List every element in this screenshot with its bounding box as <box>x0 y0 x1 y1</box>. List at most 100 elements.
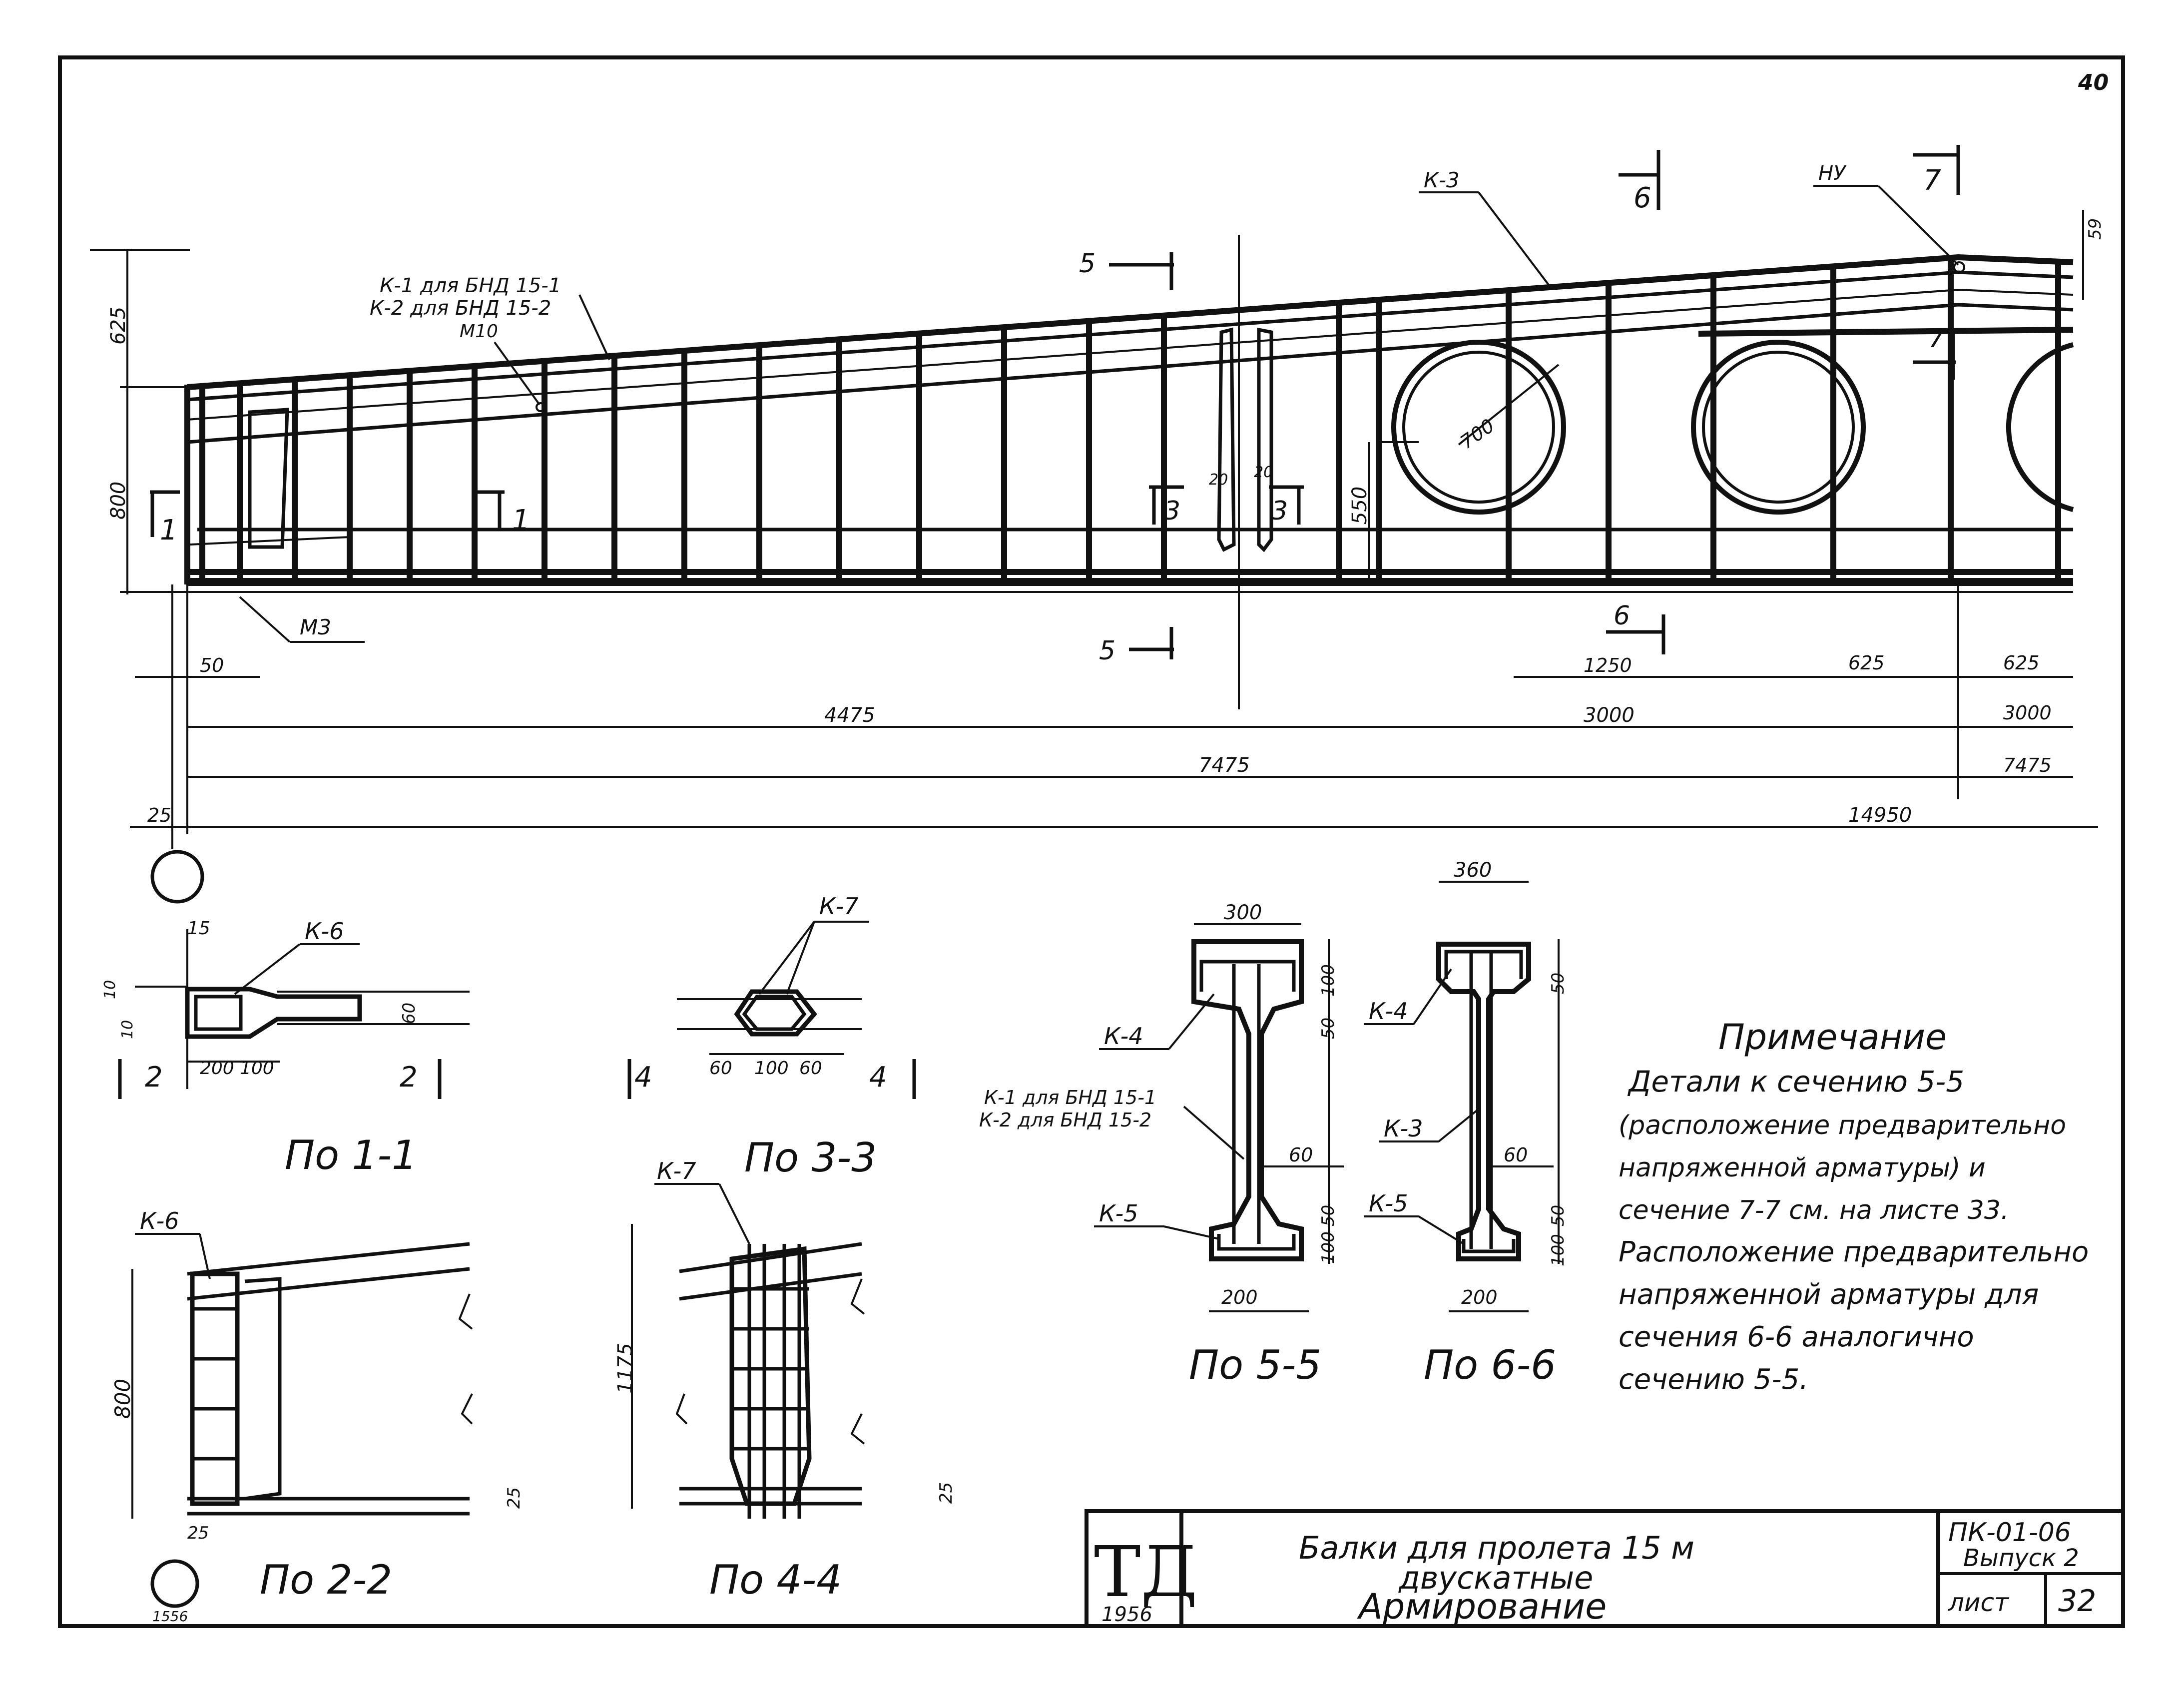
svg-text:25: 25 <box>147 804 171 826</box>
svg-text:25: 25 <box>504 1487 524 1509</box>
title-line-3: Армирование <box>1357 1586 1607 1627</box>
svg-text:625: 625 <box>1848 652 1885 674</box>
svg-text:200: 200 <box>1221 1286 1258 1308</box>
section-6-6: 360 К-4 К-3 60 К-5 50 50 100 200 По 6-6 <box>1364 859 1568 1388</box>
section-1-1: К-6 15 10 10 60 200 100 2 2 По 1-1 <box>101 918 470 1178</box>
svg-text:360: 360 <box>1454 859 1492 882</box>
axis-bubble-top <box>150 850 204 904</box>
svg-text:10: 10 <box>101 980 119 999</box>
left-dimensions: 625 800 <box>90 249 190 594</box>
title-year: 1956 <box>1101 1603 1152 1626</box>
section-3-3: К-7 60 100 60 4 4 По 3-3 <box>627 893 916 1181</box>
note-heading: Примечание <box>1718 1017 1947 1058</box>
svg-text:60: 60 <box>799 1058 822 1079</box>
note-line-2: (расположение предварительно <box>1619 1111 2066 1140</box>
sheet-number: 32 <box>2058 1584 2096 1619</box>
svg-text:14950: 14950 <box>1848 804 1912 827</box>
svg-text:К-5: К-5 <box>1099 1200 1138 1227</box>
svg-text:6: 6 <box>1614 601 1630 631</box>
note-line-3: напряженной арматуры) и <box>1619 1153 1986 1183</box>
svg-text:100: 100 <box>1548 1234 1568 1266</box>
svg-text:25: 25 <box>187 1523 209 1543</box>
title-line-1: Балки для пролета 15 м <box>1299 1530 1694 1566</box>
svg-text:800: 800 <box>110 1379 135 1419</box>
svg-text:50: 50 <box>1548 1205 1568 1226</box>
title-s33: По 3-3 <box>744 1134 877 1181</box>
svg-text:10: 10 <box>119 1020 136 1039</box>
label-k2: К-2 для БНД 15-2 <box>370 297 551 320</box>
svg-text:К-3: К-3 <box>1384 1115 1423 1142</box>
svg-text:625: 625 <box>2003 652 2040 674</box>
title-logo: ТД <box>1094 1532 1197 1613</box>
svg-text:К-4: К-4 <box>1369 998 1408 1025</box>
note-block: Примечание Детали к сечению 5-5 (располо… <box>1619 1017 2089 1396</box>
svg-text:60: 60 <box>1289 1144 1313 1166</box>
svg-text:3: 3 <box>1164 496 1180 526</box>
svg-text:7475: 7475 <box>2003 754 2052 776</box>
svg-text:К-4: К-4 <box>1104 1023 1143 1050</box>
svg-text:1556: 1556 <box>152 1608 188 1625</box>
svg-text:60: 60 <box>709 1058 732 1079</box>
svg-text:50: 50 <box>1318 1018 1338 1039</box>
svg-text:300: 300 <box>1224 901 1262 924</box>
svg-text:К-6: К-6 <box>305 918 344 945</box>
dim-20b: 20 <box>1254 464 1273 481</box>
note-line-6: напряженной арматуры для <box>1619 1278 2039 1311</box>
svg-text:6: 6 <box>1634 182 1651 214</box>
sheet-frame <box>58 55 2125 1628</box>
svg-text:60: 60 <box>399 1003 419 1024</box>
page-number: 40 <box>2078 70 2109 95</box>
svg-text:К-7: К-7 <box>657 1157 696 1184</box>
title-block: ТД 1956 Балки для пролета 15 м двускатны… <box>1085 1509 2125 1628</box>
svg-text:1175: 1175 <box>614 1343 637 1394</box>
title-s11: По 1-1 <box>285 1132 417 1178</box>
svg-text:60: 60 <box>1504 1144 1528 1166</box>
svg-text:4: 4 <box>634 1061 652 1094</box>
section-4-4: 1175 К-7 25 По 4-4 <box>614 1157 956 1603</box>
svg-text:К-7: К-7 <box>819 893 859 920</box>
dim-550: 550 <box>1348 487 1371 525</box>
svg-text:1: 1 <box>160 514 178 547</box>
svg-text:4: 4 <box>869 1061 887 1094</box>
svg-text:7: 7 <box>1923 164 1941 197</box>
title-s55: По 5-5 <box>1189 1342 1321 1388</box>
note-line-1: Детали к сечению 5-5 <box>1627 1065 1964 1099</box>
title-s22: По 2-2 <box>260 1557 392 1603</box>
section-2-2: 800 К-6 25 25 1556 По 2-2 <box>110 1207 524 1625</box>
svg-text:50: 50 <box>200 654 224 676</box>
note-line-7: сечения 6-6 аналогично <box>1619 1321 1974 1353</box>
dim-700: 700 <box>1456 415 1499 454</box>
svg-text:3000: 3000 <box>2003 702 2052 724</box>
label-k1: К-1 для БНД 15-1 <box>380 274 561 297</box>
svg-text:3: 3 <box>1271 496 1288 526</box>
svg-text:5: 5 <box>1099 636 1115 666</box>
svg-text:4475: 4475 <box>824 704 875 727</box>
svg-text:5: 5 <box>1079 249 1095 279</box>
svg-text:200: 200 <box>200 1058 234 1079</box>
note-line-8: сечению 5-5. <box>1619 1363 1808 1396</box>
title-s44: По 4-4 <box>709 1557 842 1603</box>
svg-text:1250: 1250 <box>1584 654 1632 676</box>
title-s66: По 6-6 <box>1424 1342 1556 1388</box>
svg-text:50: 50 <box>1318 1205 1338 1226</box>
svg-text:50: 50 <box>1548 973 1568 994</box>
svg-text:К-2 для БНД 15-2: К-2 для БНД 15-2 <box>979 1109 1151 1131</box>
section-marks: 5 5 6 6 7 7 1 1 3 3 <box>150 145 1960 666</box>
dim-20a: 20 <box>1209 471 1228 489</box>
svg-text:7: 7 <box>1928 324 1945 354</box>
svg-text:100: 100 <box>1318 1231 1338 1264</box>
label-m10: М10 <box>460 321 498 342</box>
svg-text:К-5: К-5 <box>1369 1190 1408 1217</box>
svg-text:3000: 3000 <box>1584 704 1635 727</box>
svg-text:К-6: К-6 <box>140 1207 179 1234</box>
svg-text:К-1 для БНД 15-1: К-1 для БНД 15-1 <box>984 1087 1156 1109</box>
axis-bubble-bottom <box>150 1559 199 1608</box>
dim-59: 59 <box>2085 218 2105 240</box>
series-code: ПК-01-06 <box>1948 1518 2071 1548</box>
svg-text:100: 100 <box>1318 964 1338 997</box>
svg-text:200: 200 <box>1461 1286 1498 1308</box>
note-line-4: сечение 7-7 см. на листе 33. <box>1619 1195 2009 1225</box>
svg-text:800: 800 <box>107 482 130 520</box>
svg-text:15: 15 <box>187 918 210 939</box>
